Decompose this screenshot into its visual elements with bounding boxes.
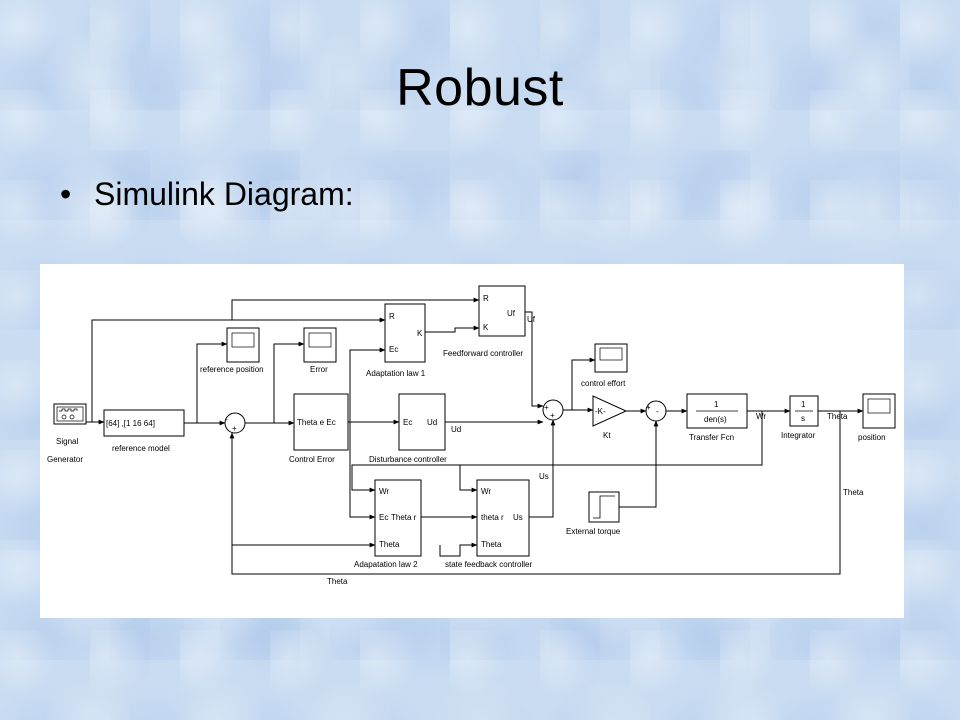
al2-port-theta: Theta (379, 540, 400, 549)
control-effort-scope[interactable] (594, 343, 628, 373)
sfc-port-wr: Wr (481, 487, 491, 496)
feedforward-controller-block[interactable] (478, 285, 526, 337)
disturbance-controller-block[interactable] (398, 393, 446, 451)
signal-generator-label-2: Generator (47, 455, 83, 464)
bullet-dot: • (60, 176, 72, 212)
tf-numerator: 1 (714, 400, 719, 409)
gain-content: -K- (595, 407, 606, 416)
sfc-port-theta: Theta (481, 540, 502, 549)
disturbance-controller-caption: Disturbance controller (369, 455, 447, 464)
dc-port-ud: Ud (427, 418, 437, 427)
bullet-item: • Simulink Diagram: (60, 176, 354, 213)
adaptation-law-1-caption: Adaptation law 1 (366, 369, 426, 378)
external-torque-label: External torque (566, 527, 621, 536)
signal-label-theta-3: Theta (327, 577, 348, 586)
diagram-canvas: Signal Generator [64] ,[1 16 64] referen… (47, 285, 896, 586)
tf-denominator: den(s) (704, 415, 727, 424)
signal-generator-label-1: Signal (56, 437, 78, 446)
signal-label-us: Us (539, 472, 549, 481)
control-effort-label: control effort (581, 379, 626, 388)
position-scope[interactable] (862, 393, 896, 429)
sum2-plus-sign: + (544, 403, 549, 412)
slide-title: Robust (396, 59, 564, 117)
adaptation-law-1-block[interactable] (384, 303, 426, 363)
sum3-minus-sign: - (656, 407, 659, 416)
reference-position-scope[interactable] (226, 327, 260, 363)
sfc-port-us: Us (513, 513, 523, 522)
reference-model-caption: reference model (112, 444, 170, 453)
simulink-diagram: Signal Generator [64] ,[1 16 64] referen… (40, 264, 904, 618)
adaptation-law-2-caption: Adapatation law 2 (354, 560, 418, 569)
integrator-caption: Integrator (781, 431, 816, 440)
ff-port-k: K (483, 323, 489, 332)
control-error-caption: Control Error (289, 455, 335, 464)
al1-port-r: R (389, 312, 395, 321)
external-torque-block[interactable] (588, 491, 620, 523)
reference-position-label: reference position (200, 365, 264, 374)
sum3-plus-sign: + (646, 403, 651, 412)
bullet-text: Simulink Diagram: (94, 176, 354, 212)
signal-label-ud: Ud (451, 425, 461, 434)
control-error-content: Theta e Ec (297, 418, 336, 427)
error-scope[interactable] (303, 327, 337, 363)
reference-model-content: [64] ,[1 16 64] (106, 419, 155, 428)
sfc-port-theta-r: theta r (481, 513, 504, 522)
state-feedback-controller-block[interactable] (476, 479, 530, 557)
ff-port-uf: Uf (507, 309, 516, 318)
sum1-minus-sign: - (225, 415, 228, 424)
al2-port-wr: Wr (379, 487, 389, 496)
sum2-plus-sign-2: + (550, 411, 555, 420)
dc-port-ec: Ec (403, 418, 412, 427)
ff-port-r: R (483, 294, 489, 303)
al2-port-theta-r: Theta r (391, 513, 417, 522)
position-label: position (858, 433, 886, 442)
state-feedback-controller-caption: state feedback controller (445, 560, 532, 569)
al1-port-ec: Ec (389, 345, 398, 354)
transfer-fcn-caption: Transfer Fcn (689, 433, 734, 442)
adaptation-law-2-block[interactable] (374, 479, 422, 557)
integrator-denominator: s (801, 414, 805, 423)
signal-label-theta-2: Theta (843, 488, 864, 497)
integrator-numerator: 1 (801, 400, 806, 409)
signal-label-theta-1: Theta (827, 412, 848, 421)
feedforward-controller-caption: Feedforward controller (443, 349, 523, 358)
signal-lines (86, 297, 864, 575)
signal-generator-block[interactable] (53, 403, 87, 425)
signal-label-uf: Uf (527, 315, 536, 324)
signal-label-wr: Wr (756, 412, 766, 421)
al1-port-k: K (417, 329, 423, 338)
al2-port-ec: Ec (379, 513, 388, 522)
sum1-plus-sign: + (232, 424, 237, 433)
error-scope-label: Error (310, 365, 328, 374)
gain-caption: Kt (603, 431, 611, 440)
